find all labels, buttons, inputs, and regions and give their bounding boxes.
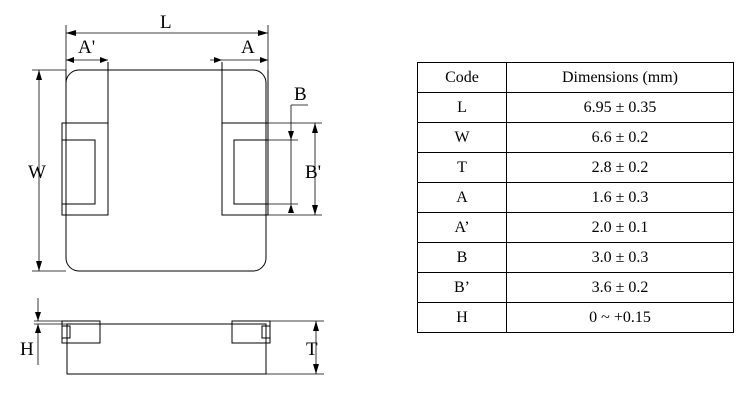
code-cell: B — [417, 242, 507, 273]
label-T: T — [306, 339, 318, 360]
top-view — [61, 62, 269, 272]
code-cell: L — [417, 92, 507, 123]
dim-A-prime: A' — [66, 37, 108, 63]
table-row: A 1.6 ± 0.3 — [417, 182, 734, 213]
label-B: B — [294, 84, 307, 105]
table-row: B 3.0 ± 0.3 — [417, 242, 734, 273]
code-cell: T — [417, 152, 507, 183]
code-cell: H — [417, 302, 507, 333]
dimension-cell: 3.0 ± 0.3 — [506, 242, 734, 273]
dimension-cell: 0 ~ +0.15 — [506, 302, 734, 333]
table-row: T 2.8 ± 0.2 — [417, 152, 734, 183]
table-header-row: Code Dimensions (mm) — [417, 62, 734, 93]
code-cell: B’ — [417, 272, 507, 303]
table-row: A’ 2.0 ± 0.1 — [417, 212, 734, 243]
right-terminal-pad — [221, 122, 269, 216]
side-view — [61, 320, 271, 375]
label-B-prime: B' — [305, 162, 321, 183]
dim-B: B — [268, 84, 308, 213]
label-A-prime: A' — [78, 37, 95, 58]
table-row: W 6.6 ± 0.2 — [417, 122, 734, 153]
label-W: W — [28, 162, 46, 183]
table-row: B’ 3.6 ± 0.2 — [417, 272, 734, 303]
dim-L: L — [65, 12, 269, 70]
label-A: A — [241, 37, 255, 58]
dimensions-table: Code Dimensions (mm) L 6.95 ± 0.35 W 6.6… — [417, 62, 734, 333]
code-cell: A — [417, 182, 507, 213]
left-terminal-pad — [61, 122, 109, 216]
header-code: Code — [417, 62, 507, 93]
component-body-outline — [65, 69, 267, 272]
code-cell: A’ — [417, 212, 507, 243]
code-cell: W — [417, 122, 507, 153]
dim-W: W — [28, 69, 66, 272]
dimension-cell: 3.6 ± 0.2 — [506, 272, 734, 303]
table-row: H 0 ~ +0.15 — [417, 302, 734, 333]
dim-H: H — [20, 298, 67, 365]
dim-A: A — [210, 37, 268, 63]
label-H: H — [20, 339, 34, 360]
table-row: L 6.95 ± 0.35 — [417, 92, 734, 123]
left-terminal-inner — [61, 139, 96, 205]
dim-T: T — [266, 320, 324, 375]
side-body — [66, 323, 267, 375]
header-dimensions: Dimensions (mm) — [506, 62, 734, 93]
dimension-cell: 1.6 ± 0.3 — [506, 182, 734, 213]
right-terminal-inner — [233, 139, 269, 205]
dimension-cell: 2.8 ± 0.2 — [506, 152, 734, 183]
label-L: L — [160, 12, 172, 33]
dim-B-prime: B' — [268, 122, 322, 216]
dimension-cell: 6.6 ± 0.2 — [506, 122, 734, 153]
dimension-cell: 6.95 ± 0.35 — [506, 92, 734, 123]
dimension-cell: 2.0 ± 0.1 — [506, 212, 734, 243]
